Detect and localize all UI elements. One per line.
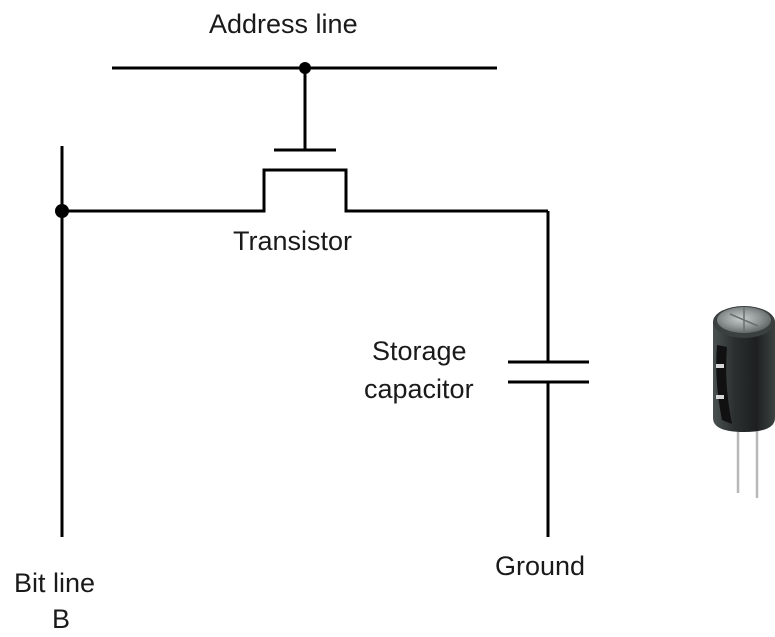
- bit-line-symbol-label: B: [52, 604, 71, 634]
- ground-label: Ground: [495, 551, 586, 581]
- storage-capacitor-label-line1: Storage: [372, 336, 467, 366]
- bit-line-label: Bit line: [14, 568, 96, 598]
- address-line-label: Address line: [209, 9, 358, 39]
- electrolytic-capacitor-icon: [713, 306, 775, 498]
- transistor-channel: [62, 168, 548, 213]
- bit-line-junction: [55, 204, 69, 218]
- transistor-label: Transistor: [233, 226, 353, 256]
- storage-capacitor-label-line2: capacitor: [364, 374, 474, 404]
